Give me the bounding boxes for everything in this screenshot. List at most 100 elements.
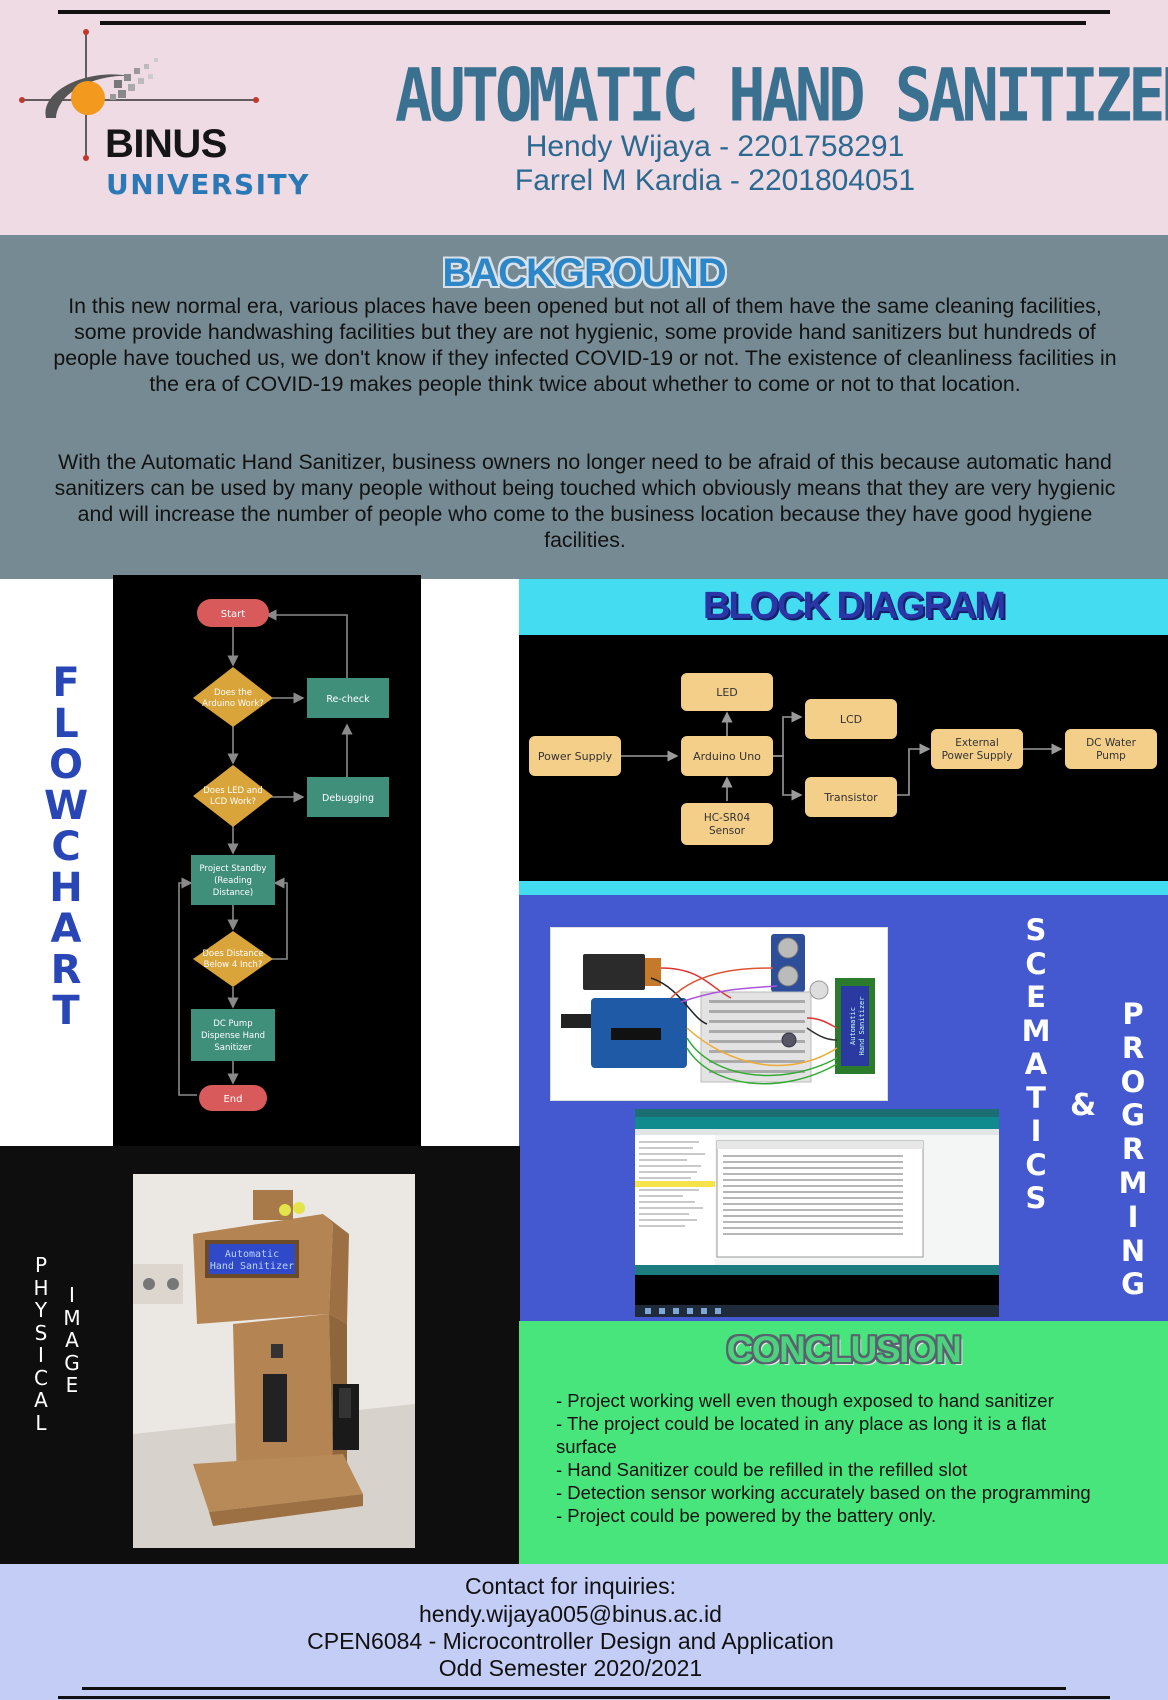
flow-node-standby-l3: Distance) xyxy=(213,888,253,898)
block-external-power-l1: External xyxy=(955,737,999,749)
programming-letter: R xyxy=(1121,1132,1145,1167)
physical-letter: I xyxy=(38,1343,44,1367)
flowchart-letter: W xyxy=(44,783,89,829)
flow-node-end xyxy=(199,1085,267,1111)
block-dc-pump xyxy=(1065,729,1157,769)
conclusion-item: surface xyxy=(556,1436,617,1457)
flowchart-letter: H xyxy=(49,865,83,911)
block-diagram-section: BLOCK DIAGRAM LED Power Supply Arduino U… xyxy=(519,579,1168,881)
poster-header: BINUS UNIVERSITY AUTOMATIC HAND SANITIZE… xyxy=(0,0,1168,235)
block-sensor-l2: Sensor xyxy=(709,825,746,837)
background-paragraph-1: In this new normal era, various places h… xyxy=(53,294,1117,396)
schematics-letter: M xyxy=(1021,1013,1051,1048)
flow-node-end-label: End xyxy=(223,1094,242,1105)
flowchart-letter: R xyxy=(50,947,82,993)
contact-label: Contact for inquiries: xyxy=(465,1573,676,1599)
programming-letter: O xyxy=(1120,1064,1146,1099)
logo-subtitle: UNIVERSITY xyxy=(106,168,310,201)
flow-decision-led-l2: LCD Work? xyxy=(210,797,256,807)
schematics-letter: T xyxy=(1026,1080,1046,1115)
physical-letter: L xyxy=(35,1410,47,1435)
schematics-letter: A xyxy=(1024,1047,1048,1081)
block-sensor-l1: HC-SR04 xyxy=(704,812,751,824)
header-rule-second xyxy=(100,21,1086,25)
circuit-schematic-image: Automatic Hand Sanitizer xyxy=(550,927,888,1101)
block-power-supply-label: Power Supply xyxy=(538,750,613,763)
binus-logo-icon xyxy=(19,29,259,161)
conclusion-item: - The project could be located in any pl… xyxy=(556,1413,1047,1434)
image-letter: M xyxy=(63,1305,81,1330)
flow-node-pump-l1: DC Pump xyxy=(213,1019,252,1029)
author-1: Hendy Wijaya - 2201758291 xyxy=(525,130,905,163)
flowchart-letter: C xyxy=(51,824,81,870)
prototype-lcd-text-1: Automatic xyxy=(225,1249,279,1260)
image-letter: A xyxy=(65,1328,79,1352)
block-diagram: LED Power Supply Arduino Uno LCD Externa… xyxy=(529,673,1157,845)
physical-letter: H xyxy=(33,1275,49,1300)
schematic-lcd-text-1: Automatic xyxy=(849,1007,857,1045)
flow-node-start-label: Start xyxy=(221,609,246,620)
schematics-letter: I xyxy=(1030,1114,1042,1148)
block-connectors xyxy=(621,711,1063,801)
block-lcd-label: LCD xyxy=(840,713,862,726)
conclusion-list: - Project working well even though expos… xyxy=(556,1389,1156,1527)
physical-letter: S xyxy=(34,1320,48,1345)
schematics-letter: C xyxy=(1025,1147,1047,1182)
flow-node-start xyxy=(197,599,269,627)
flowchart-panel: Start Does the Arduino Work? Re-check Do… xyxy=(113,575,421,1147)
block-power-supply xyxy=(529,736,621,776)
schematics-top-band xyxy=(519,881,1168,895)
programming-letter: G xyxy=(1121,1098,1145,1133)
image-letter: E xyxy=(65,1373,79,1397)
programming-letter: R xyxy=(1121,1030,1145,1065)
flowchart-letter: F xyxy=(52,660,80,706)
schematic-lcd-text-2: Hand Sanitizer xyxy=(858,996,866,1055)
flow-decision-distance-l2: Below 4 Inch? xyxy=(204,960,263,970)
flow-decision-distance xyxy=(193,931,273,987)
conclusion-item: - Hand Sanitizer could be refilled in th… xyxy=(556,1459,968,1480)
physical-letter: Y xyxy=(34,1298,48,1322)
ampersand-label: & xyxy=(1070,1088,1097,1123)
block-led-label: LED xyxy=(716,686,738,699)
flow-node-standby xyxy=(191,855,275,905)
image-letter: I xyxy=(69,1283,75,1307)
conclusion-item: - Project could be powered by the batter… xyxy=(556,1505,937,1526)
programming-letter: N xyxy=(1120,1233,1146,1268)
flow-decision-arduino-l1: Does the xyxy=(214,688,252,698)
programming-letter: G xyxy=(1121,1267,1145,1302)
flow-decision-distance-l1: Does Distance xyxy=(202,949,263,959)
block-transistor-label: Transistor xyxy=(823,791,878,804)
footer-rule-1 xyxy=(82,1687,1066,1690)
flowchart-diagram: Start Does the Arduino Work? Re-check Do… xyxy=(178,599,389,1111)
semester-label: Odd Semester 2020/2021 xyxy=(438,1655,703,1681)
poster-footer: Contact for inquiries: hendy.wijaya005@b… xyxy=(0,1564,1168,1700)
flow-node-recheck-label: Re-check xyxy=(326,694,370,705)
image-letter: G xyxy=(64,1350,80,1375)
flow-node-standby-l1: Project Standby xyxy=(200,864,267,874)
schematics-letter: C xyxy=(1025,946,1047,981)
programming-letter: I xyxy=(1127,1199,1139,1234)
block-external-power-l2: Power Supply xyxy=(942,750,1013,762)
block-lcd xyxy=(805,699,897,739)
programming-letter: M xyxy=(1118,1165,1148,1200)
schematics-section: Automatic Hand Sanitizer xyxy=(519,881,1168,1321)
flowchart-letter: A xyxy=(50,906,82,952)
block-arduino-label: Arduino Uno xyxy=(693,750,761,763)
flow-decision-led-l1: Does LED and xyxy=(203,786,262,796)
flow-decision-arduino xyxy=(193,667,273,727)
block-external-power xyxy=(931,729,1023,769)
ide-illustration xyxy=(635,1109,999,1317)
flow-node-pump-l3: Sanitizer xyxy=(214,1043,252,1053)
prototype-illustration: Automatic Hand Sanitizer xyxy=(133,1174,415,1548)
block-diagram-title: BLOCK DIAGRAM xyxy=(702,585,1006,627)
programming-letter: P xyxy=(1122,997,1144,1031)
block-transistor xyxy=(805,777,897,817)
block-sensor xyxy=(681,803,773,845)
block-diagram-header: BLOCK DIAGRAM xyxy=(519,579,1168,635)
block-dc-pump-l2: Pump xyxy=(1096,750,1126,762)
schematics-letter: S xyxy=(1025,1181,1047,1215)
